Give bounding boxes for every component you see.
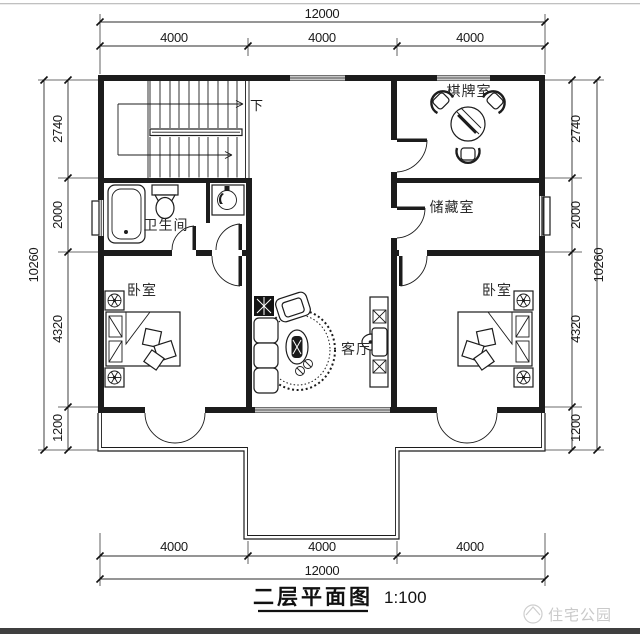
door-storage-icon [396, 206, 426, 239]
bathroom: 卫生间 [107, 184, 245, 244]
dim-right-seg1: 2740 [568, 115, 583, 143]
dim-left-seg2: 2000 [50, 201, 65, 229]
bed-icon [457, 311, 533, 371]
window-gameroom-north-icon [437, 75, 490, 81]
room-label-storage: 储藏室 [430, 199, 475, 216]
stairs: 下 [117, 81, 263, 178]
nightstand-lamp-icon [104, 290, 125, 311]
stair-direction-arrow [117, 100, 244, 159]
dim-top-seg2: 4000 [308, 30, 336, 45]
room-label-living: 客厅 [341, 341, 371, 358]
drawing-scale: 1:100 [384, 588, 427, 607]
stairs-down-label: 下 [250, 98, 263, 113]
mahjong-table-icon [450, 106, 486, 142]
dimension-top: 12000 4000 4000 4000 [95, 6, 550, 74]
door-bedroom-left-icon [211, 255, 242, 287]
nightstand-lamp-icon [513, 290, 534, 311]
stair-treads-upper [149, 81, 238, 128]
quilt-icon [461, 327, 497, 371]
quilt-icon [141, 327, 177, 371]
flower-decor-icon [295, 359, 313, 376]
window-living-south-icon [255, 407, 390, 413]
watermark-logo-icon [523, 604, 543, 624]
dim-right-seg3: 4320 [568, 315, 583, 343]
chair-icon [455, 147, 481, 165]
room-label-game-room: 棋牌室 [447, 83, 492, 100]
stair-treads-lower [149, 137, 238, 178]
dim-bottom-seg1: 4000 [160, 539, 188, 554]
dim-left-seg3: 4320 [50, 315, 65, 343]
title-block: 二层平面图 1:100 [253, 585, 427, 613]
balcony-railing [97, 413, 546, 540]
drawing-title: 二层平面图 [253, 585, 373, 609]
bedroom-right: 卧室 [457, 282, 534, 388]
game-room: 棋牌室 [430, 83, 506, 165]
dim-right-total: 10260 [591, 248, 606, 283]
dimension-right: 2740 2000 4320 1200 10260 [545, 75, 606, 455]
french-door-bedroom-right-icon [436, 412, 498, 444]
potted-plant-icon [254, 296, 274, 316]
dim-left-seg4: 1200 [50, 414, 65, 442]
chair-icon [430, 90, 455, 115]
watermark: 住宅公园 [523, 604, 612, 624]
windows [91, 75, 551, 413]
tv-cabinet-icon [361, 296, 389, 388]
footer-bar [0, 628, 640, 634]
dim-bottom-seg2: 4000 [308, 539, 336, 554]
dim-bottom-total: 12000 [305, 563, 340, 578]
nightstand-lamp-icon [104, 367, 125, 388]
room-label-bedroom-right: 卧室 [482, 282, 512, 299]
window-hall-north-icon [290, 75, 345, 81]
dim-top-seg3: 4000 [456, 30, 484, 45]
dim-right-seg2: 2000 [568, 201, 583, 229]
dimension-bottom: 4000 4000 4000 12000 [95, 533, 550, 586]
coffee-table-icon [285, 329, 309, 365]
dim-right-seg4: 1200 [568, 414, 583, 442]
bathtub-icon [107, 184, 146, 244]
armchair-icon [275, 291, 311, 323]
watermark-text: 住宅公园 [548, 607, 612, 624]
door-bathroom-icon [171, 225, 196, 251]
bedroom-left: 卧室 [104, 282, 181, 388]
dim-top-seg1: 4000 [160, 30, 188, 45]
dim-top-total: 12000 [305, 6, 340, 21]
room-label-bedroom-left: 卧室 [127, 282, 157, 299]
window-storage-east-icon [539, 196, 551, 236]
door-washroom-icon [215, 223, 242, 251]
dim-bottom-seg3: 4000 [456, 539, 484, 554]
living-room: 客厅 [253, 291, 389, 394]
walls [98, 75, 545, 413]
toilet-icon [151, 184, 179, 220]
window-bathroom-west-icon [91, 200, 104, 236]
room-label-bathroom: 卫生间 [144, 218, 189, 234]
storage-room: 储藏室 [430, 199, 475, 216]
door-gameroom-icon [396, 138, 428, 173]
stair-handrail [149, 128, 243, 137]
chair-icon [481, 90, 506, 115]
dim-left-total: 10260 [26, 248, 41, 283]
dim-left-seg1: 2740 [50, 115, 65, 143]
sofa-icon [253, 317, 279, 394]
top-rule [0, 3, 640, 5]
door-bedroom-right-icon [399, 255, 428, 287]
bed-icon [105, 311, 181, 371]
doors [144, 138, 498, 444]
dimension-left: 2740 2000 4320 1200 10260 [26, 75, 98, 455]
nightstand-lamp-icon [513, 367, 534, 388]
washbasin-icon [211, 184, 245, 216]
french-door-bedroom-left-icon [144, 412, 206, 444]
